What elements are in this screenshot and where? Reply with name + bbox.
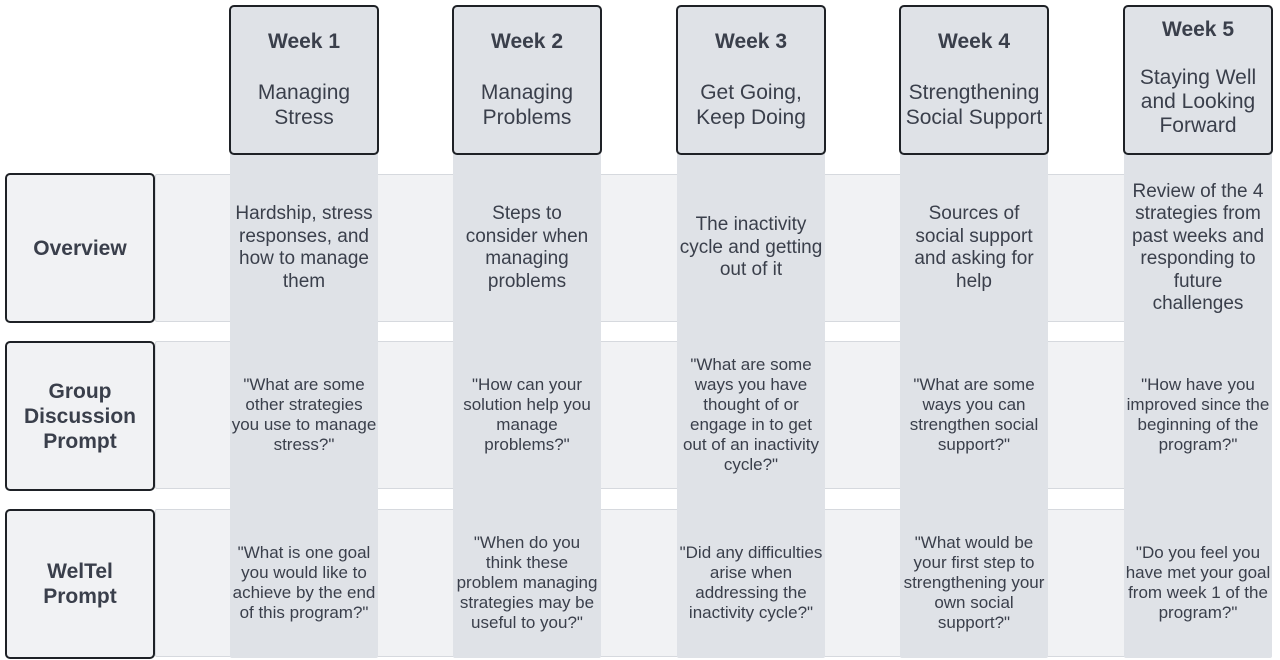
week-4-column <box>900 150 1048 658</box>
week-label: Week 3 <box>715 30 787 53</box>
week-5-header: Week 5 Staying Well and Looking Forward <box>1123 5 1273 155</box>
week-3-header: Week 3 Get Going, Keep Doing <box>676 5 826 155</box>
week-label: Week 2 <box>491 30 563 53</box>
weltel-cell-week-1: "What is one goal you would like to achi… <box>232 543 376 622</box>
overview-cell-week-5: Review of the 4 strategies from past wee… <box>1131 180 1265 315</box>
week-3-column <box>677 150 825 658</box>
group-discussion-cell-week-4: "What are some ways you can strengthen s… <box>909 375 1039 454</box>
overview-cell-week-2: Steps to consider when managing problems <box>465 203 589 292</box>
week-topic: Strengthening Social Support <box>905 81 1043 129</box>
week-1-header: Week 1 Managing Stress <box>229 5 379 155</box>
week-topic: Managing Problems <box>480 81 574 129</box>
week-2-header: Week 2 Managing Problems <box>452 5 602 155</box>
weltel-cell-week-2: "When do you think these problem managin… <box>456 533 598 632</box>
week-topic: Managing Stress <box>257 81 351 129</box>
week-label: Week 5 <box>1162 18 1234 41</box>
weltel-cell-week-4: "What would be your first step to streng… <box>903 533 1045 632</box>
week-2-column <box>453 150 601 658</box>
overview-cell-week-3: The inactivity cycle and getting out of … <box>679 214 823 281</box>
week-topic: Staying Well and Looking Forward <box>1139 66 1257 137</box>
week-topic: Get Going, Keep Doing <box>696 81 806 129</box>
group-discussion-row-header: Group Discussion Prompt <box>5 341 155 491</box>
overview-row-header: Overview <box>5 173 155 323</box>
group-discussion-cell-week-5: "How have you improved since the beginni… <box>1126 375 1270 454</box>
week-label: Week 1 <box>268 30 340 53</box>
week-label: Week 4 <box>938 30 1010 53</box>
week-4-header: Week 4 Strengthening Social Support <box>899 5 1049 155</box>
weltel-cell-week-5: "Do you feel you have met your goal from… <box>1125 543 1271 622</box>
group-discussion-cell-week-3: "What are some ways you have thought of … <box>682 355 820 474</box>
overview-cell-week-4: Sources of social support and asking for… <box>914 203 1034 292</box>
group-discussion-cell-week-1: "What are some other strategies you use … <box>231 375 377 454</box>
weltel-cell-week-3: "Did any difficulties arise when address… <box>679 543 823 622</box>
week-1-column <box>230 150 378 658</box>
group-discussion-cell-week-2: "How can your solution help you manage p… <box>463 375 591 454</box>
weltel-row-header: WelTel Prompt <box>5 509 155 659</box>
overview-cell-week-1: Hardship, stress responses, and how to m… <box>235 203 373 292</box>
week-5-column <box>1124 150 1272 658</box>
